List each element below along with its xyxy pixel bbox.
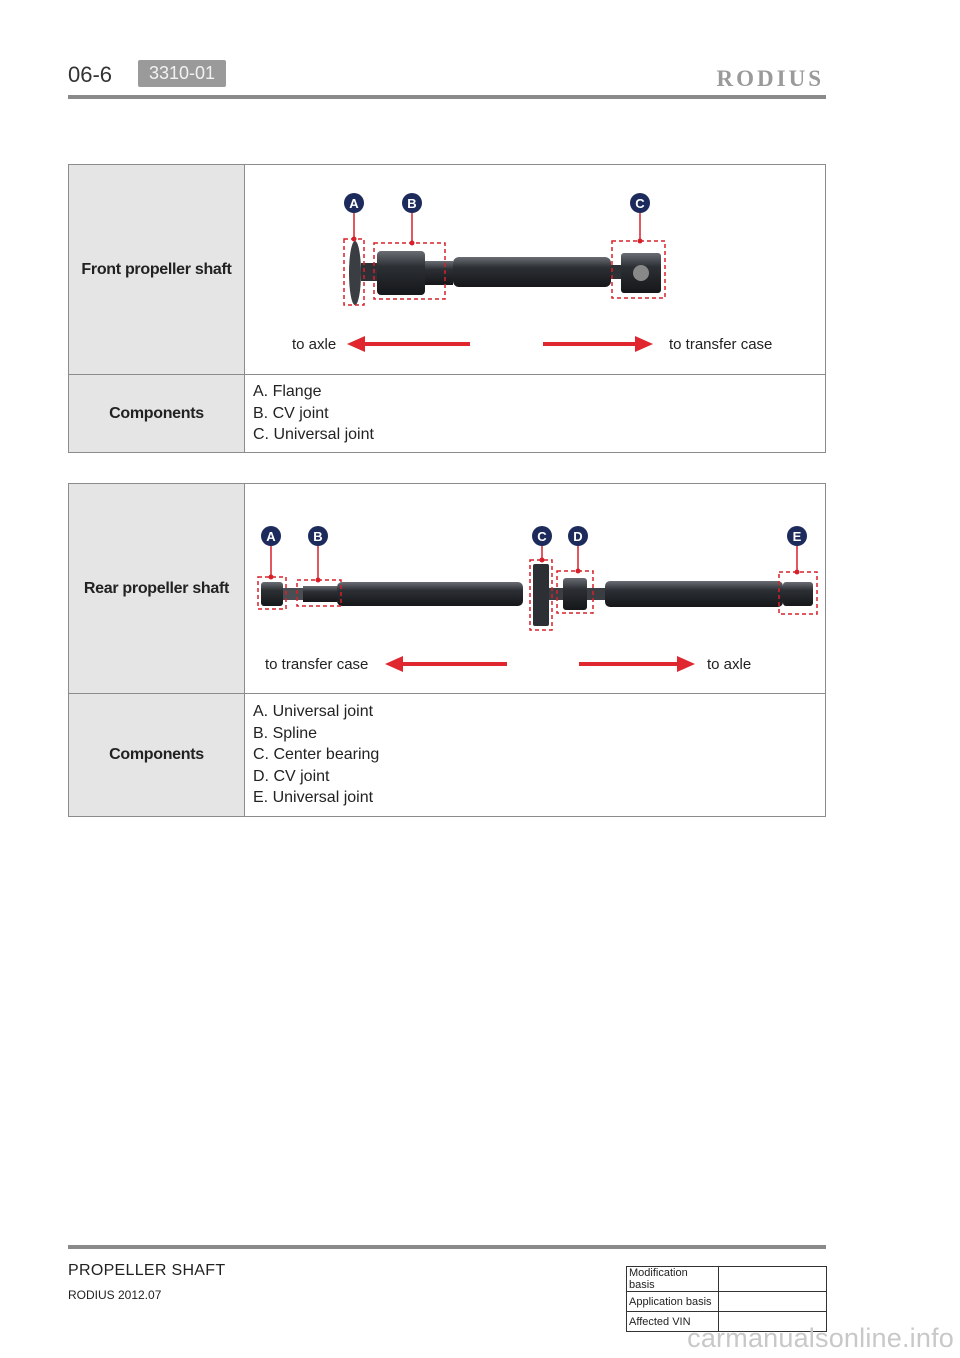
footer-rule [68,1245,826,1249]
table-row: Affected VIN [626,1311,827,1332]
header-rule [68,95,826,99]
front-arrow-right-label: to transfer case [669,336,772,353]
table-row: Application basis [626,1291,827,1312]
list-item: C. Center bearing [253,746,380,764]
mod-label: Affected VIN [626,1311,719,1332]
right-arrow-icon [543,336,653,352]
rear-marker-d: D [568,526,588,546]
mod-value [718,1291,827,1312]
rear-shaft-label: Rear propeller shaft [68,483,245,694]
footer-subtitle: RODIUS 2012.07 [68,1288,162,1302]
rear-marker-c: C [532,526,552,546]
rear-components-list: A. Universal joint B. Spline C. Center b… [244,693,826,817]
list-item: C. Universal joint [253,426,374,444]
rear-marker-d-label: D [573,529,582,544]
list-item: B. Spline [253,724,318,742]
left-arrow-icon [385,656,507,672]
mod-value [718,1266,827,1292]
watermark: carmanualsonline.info [687,1323,954,1353]
list-item: E. Universal joint [253,789,374,807]
rear-marker-a: A [261,526,281,546]
front-marker-a: A [344,193,364,213]
rear-shaft-table: Rear propeller shaft [68,483,826,817]
mod-label: Application basis [626,1291,719,1312]
list-item: D. CV joint [253,767,330,785]
rear-marker-a-label: A [266,529,276,544]
brand-logo: RODIUS [716,66,824,91]
front-shaft-figure: A B C to axle [292,193,772,353]
rear-marker-e-label: E [793,529,802,544]
rear-shaft-figure: A B C D E to trans [257,526,818,673]
rear-marker-b: B [308,526,328,546]
front-arrow-left-label: to axle [292,336,336,353]
rear-arrow-right-label: to axle [707,656,751,673]
callout-box-e [778,571,818,615]
mod-value [718,1311,827,1332]
section-code-badge: 3310-01 [138,60,226,87]
left-arrow-icon [347,336,470,352]
front-shaft-image [349,241,661,305]
callout-box-d [556,570,594,614]
callout-box-c [611,240,666,299]
modification-table: Modification basis Application basis Aff… [626,1266,827,1332]
rear-shaft-image [261,564,813,626]
rear-marker-c-label: C [537,529,547,544]
rear-arrow-left-label: to transfer case [265,656,368,673]
front-marker-c-label: C [635,196,645,211]
list-item: A. Flange [253,383,322,401]
front-marker-a-label: A [349,196,359,211]
list-item: B. CV joint [253,404,329,422]
page-number: 06-6 [68,62,113,87]
rear-components-label: Components [68,693,245,817]
rear-marker-e: E [787,526,807,546]
front-components-label: Components [68,374,245,453]
rear-marker-b-label: B [313,529,322,544]
front-components-list: A. Flange B. CV joint C. Universal joint [244,374,826,453]
table-row: Modification basis [626,1266,827,1292]
rear-shaft-figure-cell: A B C D E to trans [244,483,826,694]
front-marker-c: C [630,193,650,213]
front-marker-b: B [402,193,422,213]
front-shaft-table: Front propeller shaft [68,164,826,453]
mod-label: Modification basis [626,1266,719,1292]
front-shaft-figure-cell: A B C to axle [244,164,826,375]
right-arrow-icon [579,656,695,672]
front-shaft-label: Front propeller shaft [68,164,245,375]
list-item: A. Universal joint [253,703,374,721]
front-marker-b-label: B [407,196,416,211]
footer-title: PROPELLER SHAFT [68,1262,226,1279]
